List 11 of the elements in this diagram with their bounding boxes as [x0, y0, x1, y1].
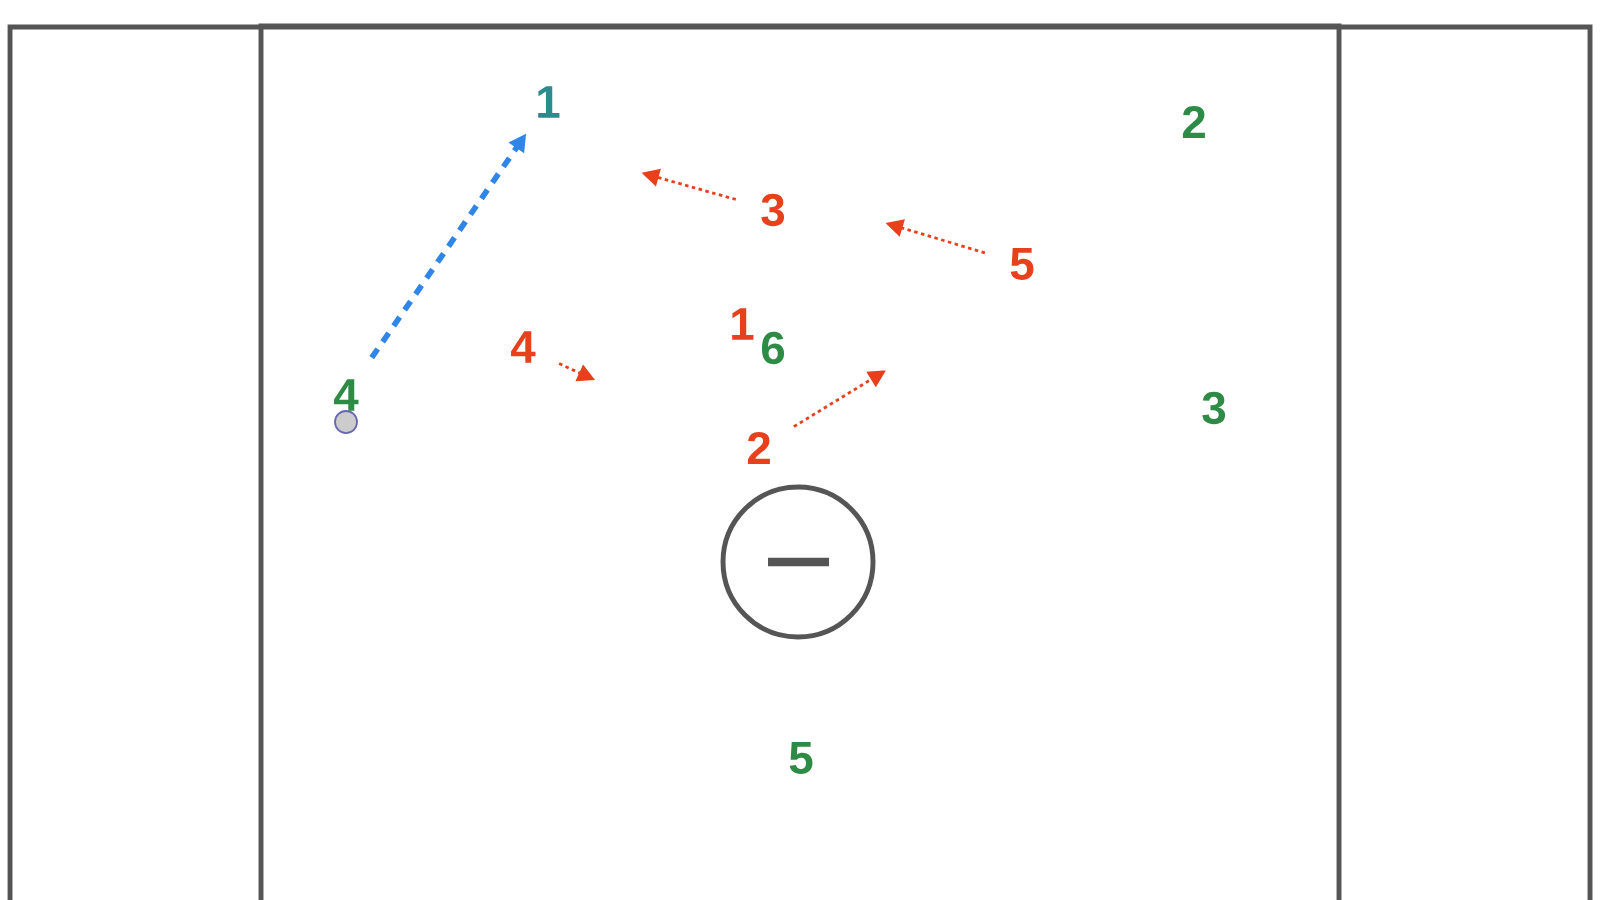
- player-number: 2: [1182, 106, 1205, 138]
- player-number: 1: [538, 86, 560, 118]
- player-number: 5: [789, 742, 813, 774]
- player-number: 5: [1010, 248, 1034, 280]
- player-number: 1: [732, 308, 754, 340]
- player-number: 4: [334, 379, 359, 411]
- player-number: 4: [511, 331, 536, 363]
- player-number: 3: [1202, 391, 1226, 425]
- player-number: 2: [747, 432, 770, 464]
- player-number: 6: [761, 331, 785, 365]
- player-number: 3: [761, 193, 785, 227]
